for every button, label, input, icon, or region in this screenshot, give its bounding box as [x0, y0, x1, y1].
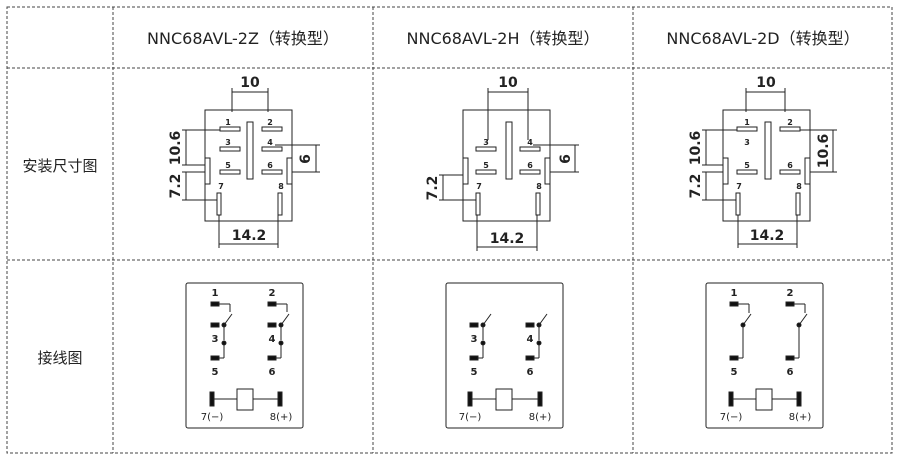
- dim-bottom-2z: 14.2: [232, 228, 267, 244]
- pin-6-label: 6: [527, 161, 533, 170]
- coil-plus-label: 8(+): [270, 412, 293, 423]
- wiring-labels-2z: 1 2 3 4 5 6 7(−) 8(+): [201, 288, 293, 423]
- pin-5-label: 5: [744, 161, 750, 170]
- wiring-pin-1: 1: [731, 288, 738, 299]
- wiring-labels-2h: 3 4 5 6 7(−) 8(+): [459, 334, 552, 423]
- pin-4-label: 4: [267, 138, 273, 147]
- pin-8-label: 8: [796, 182, 802, 191]
- wiring-pin-3: 3: [212, 334, 219, 345]
- coil-plus-label: 8(+): [529, 412, 552, 423]
- wiring-pin-6: 6: [787, 367, 794, 378]
- pin-5-label: 5: [483, 161, 489, 170]
- dimension-drawing-2z: [182, 88, 320, 248]
- pin-6-label: 6: [267, 161, 273, 170]
- wiring-pin-2: 2: [787, 288, 794, 299]
- wiring-pin-5: 5: [471, 367, 478, 378]
- dim-top-2z: 10: [240, 75, 260, 91]
- pin-4-label: 4: [527, 138, 533, 147]
- row-label-wiring: 接线图: [37, 349, 82, 367]
- coil-minus-label: 7(−): [720, 412, 743, 423]
- pin-2-label: 2: [267, 118, 273, 127]
- wiring-drawing-2z: [185, 282, 304, 429]
- dimension-labels-2h: 10 14.2 7.2 6 3 4 5 6 7 8: [425, 75, 574, 247]
- dim-bottom-2h: 14.2: [490, 231, 525, 247]
- wiring-labels-2d: 1 2 5 6 7(−) 8(+): [720, 288, 812, 423]
- dim-right-2d: 10.6: [816, 134, 832, 169]
- pin-3-label: 3: [744, 138, 750, 147]
- dim-left-lower-2d: 7.2: [688, 174, 704, 199]
- dimension-drawing-2d: [702, 88, 837, 248]
- dim-left-lower-2h: 7.2: [425, 176, 441, 201]
- dimension-labels-2z: 10 14.2 10.6 7.2 6 1 2 3 4 5 6 7 8: [168, 75, 314, 244]
- dim-left-lower-2z: 7.2: [168, 174, 184, 199]
- model-header-2z: NNC68AVL-2Z（转换型）: [147, 29, 339, 48]
- pin-3-label: 3: [225, 138, 231, 147]
- dim-left-upper-2z: 10.6: [168, 131, 184, 166]
- coil-minus-label: 7(−): [459, 412, 482, 423]
- pin-7-label: 7: [476, 182, 482, 191]
- wiring-drawing-2h: [445, 282, 564, 429]
- dim-top-2h: 10: [498, 75, 518, 91]
- pin-8-label: 8: [536, 182, 542, 191]
- pin-1-label: 1: [225, 118, 231, 127]
- model-header-2h: NNC68AVL-2H（转换型）: [407, 29, 600, 48]
- coil-minus-label: 7(−): [201, 412, 224, 423]
- row-label-dimensions: 安装尺寸图: [22, 157, 97, 175]
- wiring-pin-6: 6: [527, 367, 534, 378]
- pin-2-label: 2: [787, 118, 793, 127]
- pin-5-label: 5: [225, 161, 231, 170]
- dim-right-2h: 6: [558, 154, 574, 164]
- table-grid: [6, 6, 893, 454]
- wiring-pin-3: 3: [471, 334, 478, 345]
- dimension-drawing-2h: [439, 88, 579, 251]
- pin-7-label: 7: [736, 182, 742, 191]
- model-header-2d: NNC68AVL-2D（转换型）: [666, 29, 859, 48]
- wiring-drawing-2d: [705, 282, 824, 429]
- wiring-pin-4: 4: [269, 334, 276, 345]
- wiring-pin-5: 5: [731, 367, 738, 378]
- wiring-pin-2: 2: [269, 288, 276, 299]
- dim-right-2z: 6: [298, 154, 314, 164]
- pin-7-label: 7: [218, 182, 224, 191]
- pin-1-label: 1: [744, 118, 750, 127]
- pin-8-label: 8: [278, 182, 284, 191]
- wiring-pin-1: 1: [212, 288, 219, 299]
- dim-top-2d: 10: [756, 75, 776, 91]
- dimension-labels-2d: 10 14.2 10.6 7.2 10.6 1 2 3 5 6 7 8: [688, 75, 832, 244]
- pin-3-label: 3: [483, 138, 489, 147]
- dim-bottom-2d: 14.2: [750, 228, 785, 244]
- coil-plus-label: 8(+): [789, 412, 812, 423]
- pin-6-label: 6: [787, 161, 793, 170]
- wiring-pin-5: 5: [212, 367, 219, 378]
- dim-left-upper-2d: 10.6: [688, 131, 704, 166]
- wiring-pin-4: 4: [527, 334, 534, 345]
- wiring-pin-6: 6: [269, 367, 276, 378]
